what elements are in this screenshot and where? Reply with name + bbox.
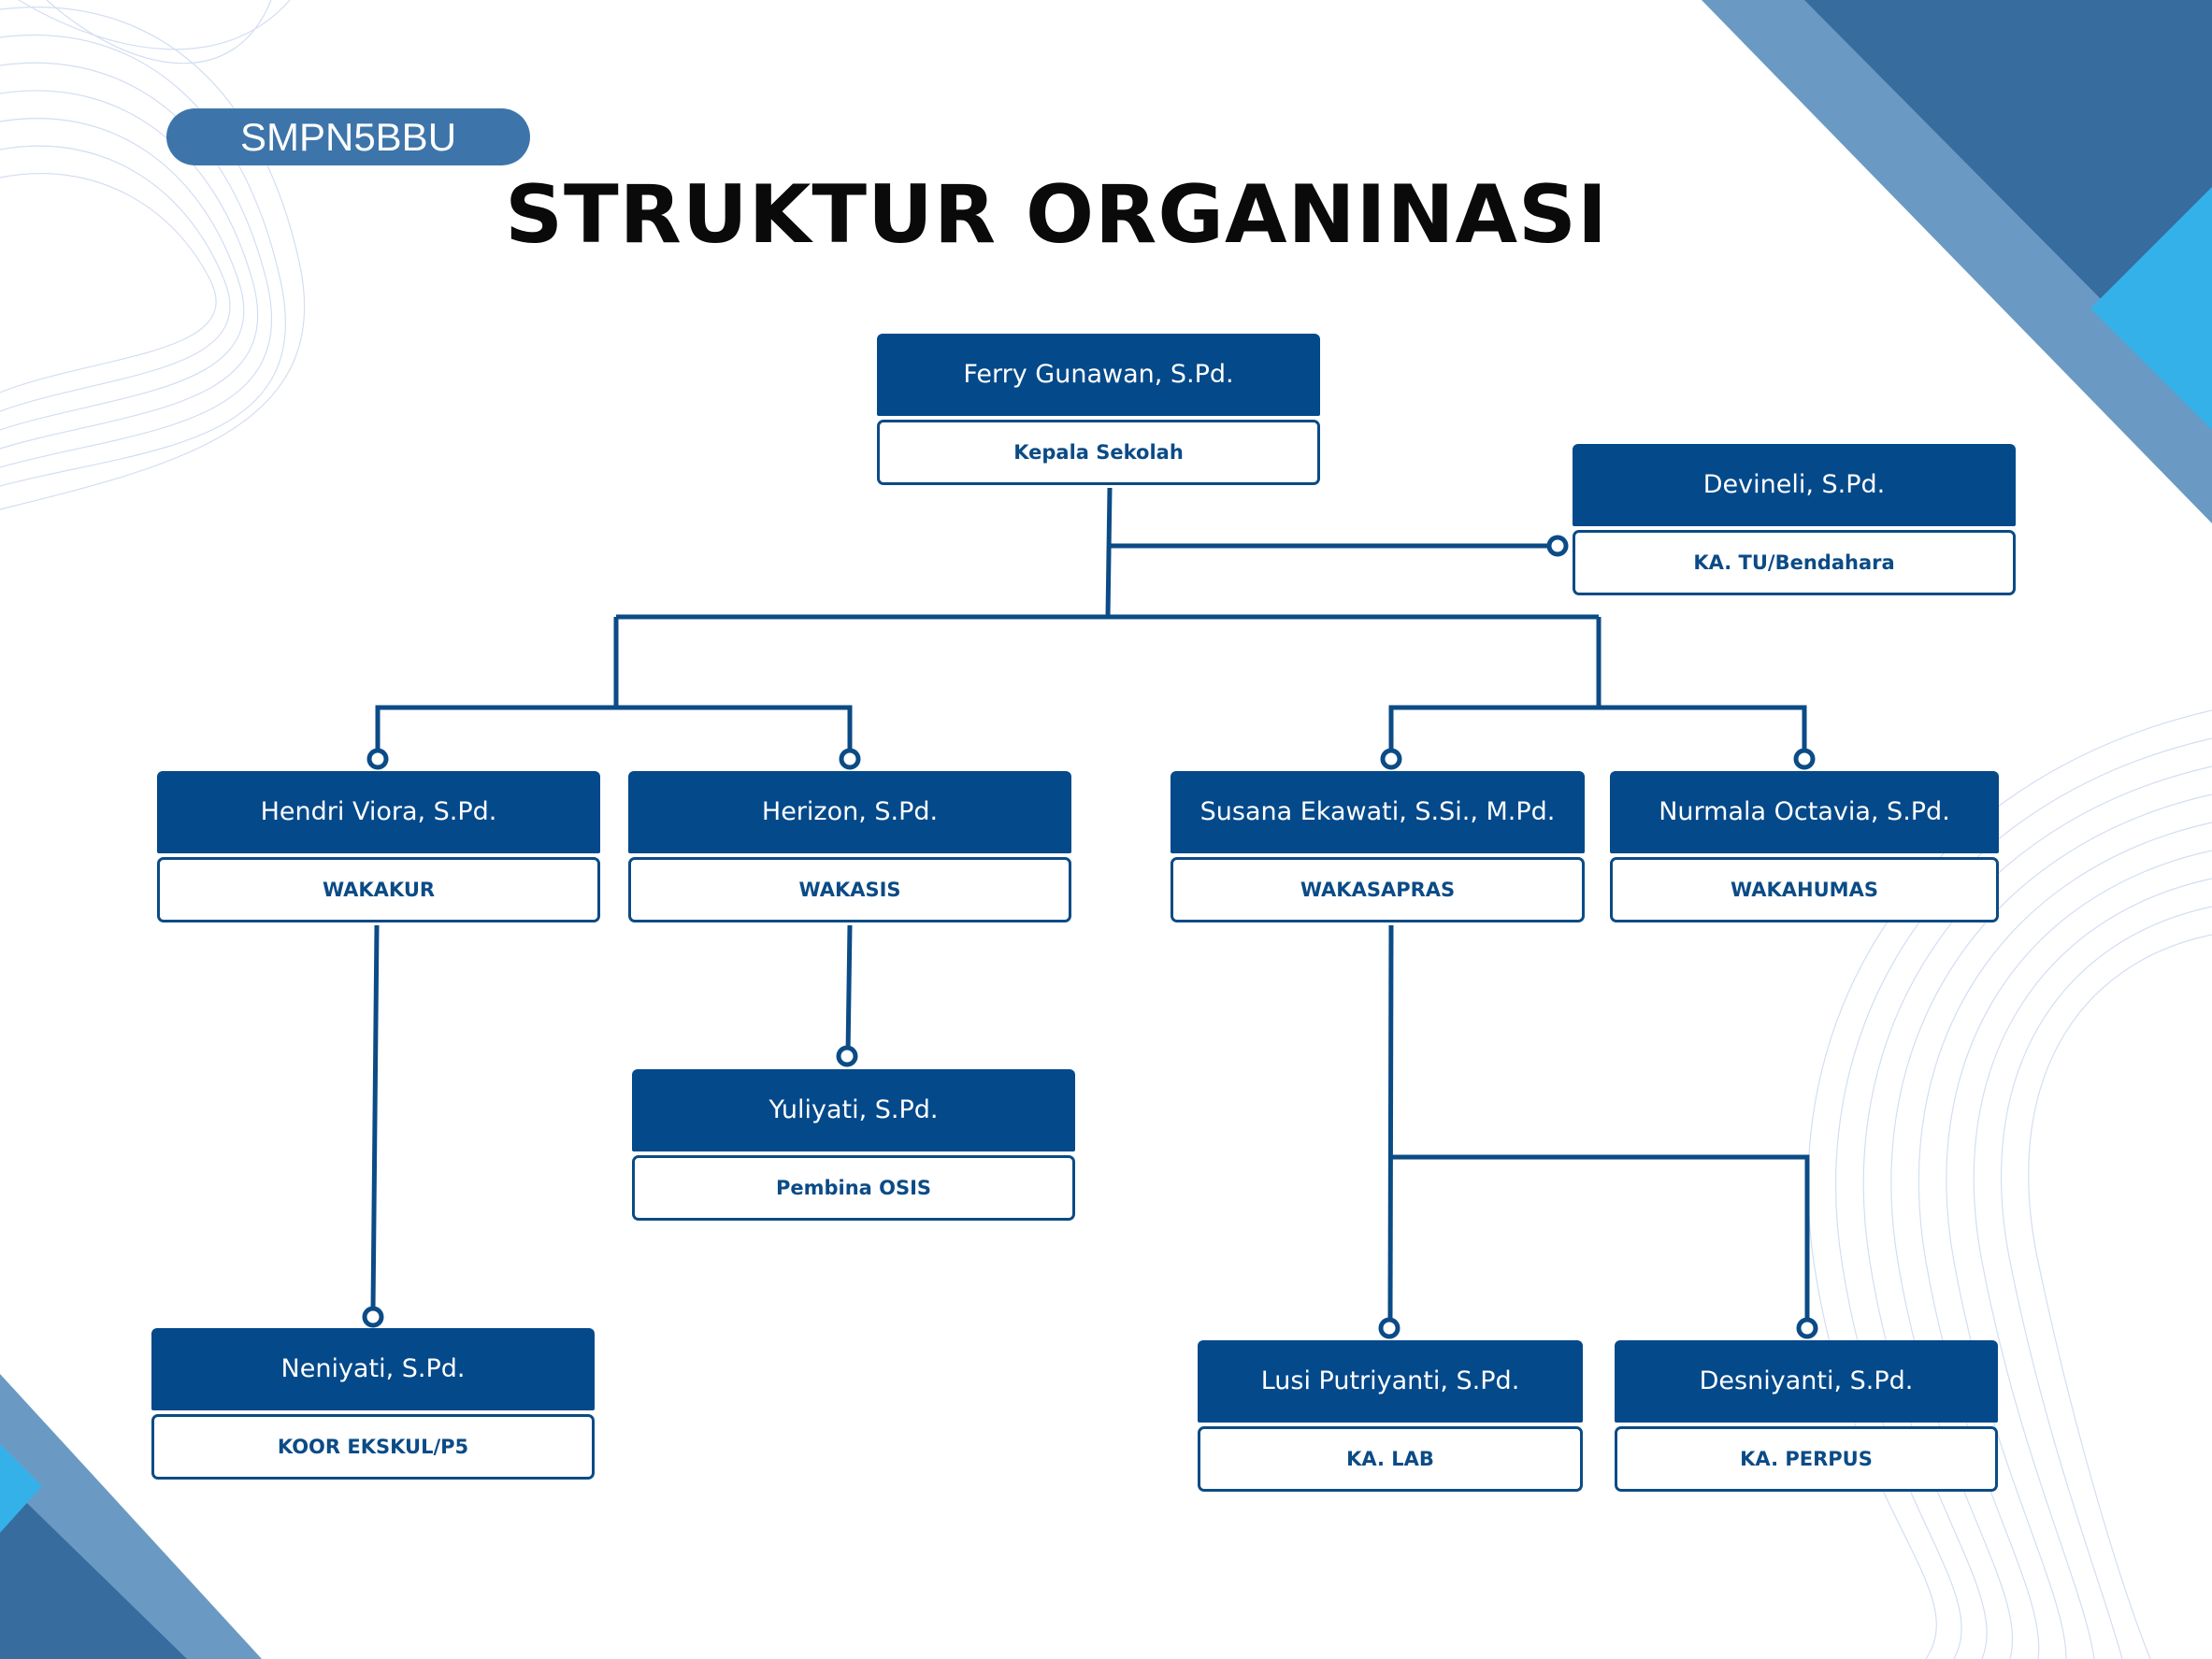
endpoint-wakasis: [839, 748, 861, 770]
node-name: Hendri Viora, S.Pd.: [157, 771, 600, 853]
node-wakasapras: Susana Ekawati, S.Si., M.Pd. WAKASAPRAS: [1171, 771, 1585, 922]
node-name: Lusi Putriyanti, S.Pd.: [1198, 1340, 1583, 1423]
node-ka-tu: Devineli, S.Pd. KA. TU/Bendahara: [1573, 444, 2016, 595]
node-wakahumas: Nurmala Octavia, S.Pd. WAKAHUMAS: [1610, 771, 1999, 922]
node-name: Susana Ekawati, S.Si., M.Pd.: [1171, 771, 1585, 853]
node-role: Pembina OSIS: [632, 1155, 1075, 1221]
school-badge: SMPN5BBU: [166, 108, 530, 165]
node-role: WAKASAPRAS: [1171, 857, 1585, 922]
node-koor-ekskul: Neniyati, S.Pd. KOOR EKSKUL/P5: [151, 1328, 595, 1480]
chart-title: STRUKTUR ORGANINASI: [505, 168, 1608, 262]
edge-wakasapras-bar: [1387, 924, 1394, 1321]
endpoint-wakasapras: [1380, 748, 1402, 770]
endpoint-wakakur: [366, 748, 389, 770]
node-wakakur: Hendri Viora, S.Pd. WAKAKUR: [157, 771, 600, 922]
node-name: Neniyati, S.Pd.: [151, 1328, 595, 1410]
edge-wakakur: [375, 705, 853, 759]
node-kepala-sekolah: Ferry Gunawan, S.Pd. Kepala Sekolah: [877, 334, 1320, 485]
endpoint-tu: [1546, 535, 1569, 557]
node-ka-perpus: Desniyanti, S.Pd. KA. PERPUS: [1615, 1340, 1998, 1492]
edge-wakasis-osis: [845, 924, 853, 1055]
corner-shapes-top-right: [1702, 0, 2212, 523]
node-wakasis: Herizon, S.Pd. WAKASIS: [628, 771, 1071, 922]
endpoint-wakahumas: [1793, 748, 1816, 770]
node-role: Kepala Sekolah: [877, 420, 1320, 485]
node-name: Herizon, S.Pd.: [628, 771, 1071, 853]
node-role: WAKASIS: [628, 857, 1071, 922]
edge-kepala-trunk: [1105, 487, 1113, 618]
node-name: Desniyanti, S.Pd.: [1615, 1340, 1998, 1423]
wave-lines-top-left: [0, 0, 306, 510]
connector-endpoints: [362, 535, 1818, 1339]
endpoint-lab: [1378, 1317, 1400, 1339]
node-role: KA. PERPUS: [1615, 1426, 1998, 1492]
node-role: KOOR EKSKUL/P5: [151, 1414, 595, 1480]
node-name: Nurmala Octavia, S.Pd.: [1610, 771, 1999, 853]
endpoint-perpus: [1796, 1317, 1818, 1339]
edge-lab-perpus-bar: [1391, 1154, 1810, 1321]
node-role: KA. TU/Bendahara: [1573, 530, 2016, 595]
node-ka-lab: Lusi Putriyanti, S.Pd. KA. LAB: [1198, 1340, 1583, 1492]
node-name: Yuliyati, S.Pd.: [632, 1069, 1075, 1151]
node-role: WAKAHUMAS: [1610, 857, 1999, 922]
endpoint-ekskul: [362, 1306, 384, 1328]
connector-lines: [370, 487, 1810, 1321]
node-pembina-osis: Yuliyati, S.Pd. Pembina OSIS: [632, 1069, 1075, 1221]
node-name: Devineli, S.Pd.: [1573, 444, 2016, 526]
endpoint-osis: [836, 1045, 858, 1067]
edge-wakasapras: [1388, 705, 1807, 759]
node-role: KA. LAB: [1198, 1426, 1583, 1492]
node-role: WAKAKUR: [157, 857, 600, 922]
corner-shapes-bottom-left: [0, 1374, 262, 1659]
node-name: Ferry Gunawan, S.Pd.: [877, 334, 1320, 416]
edge-wakakur-ekskul: [370, 924, 380, 1311]
